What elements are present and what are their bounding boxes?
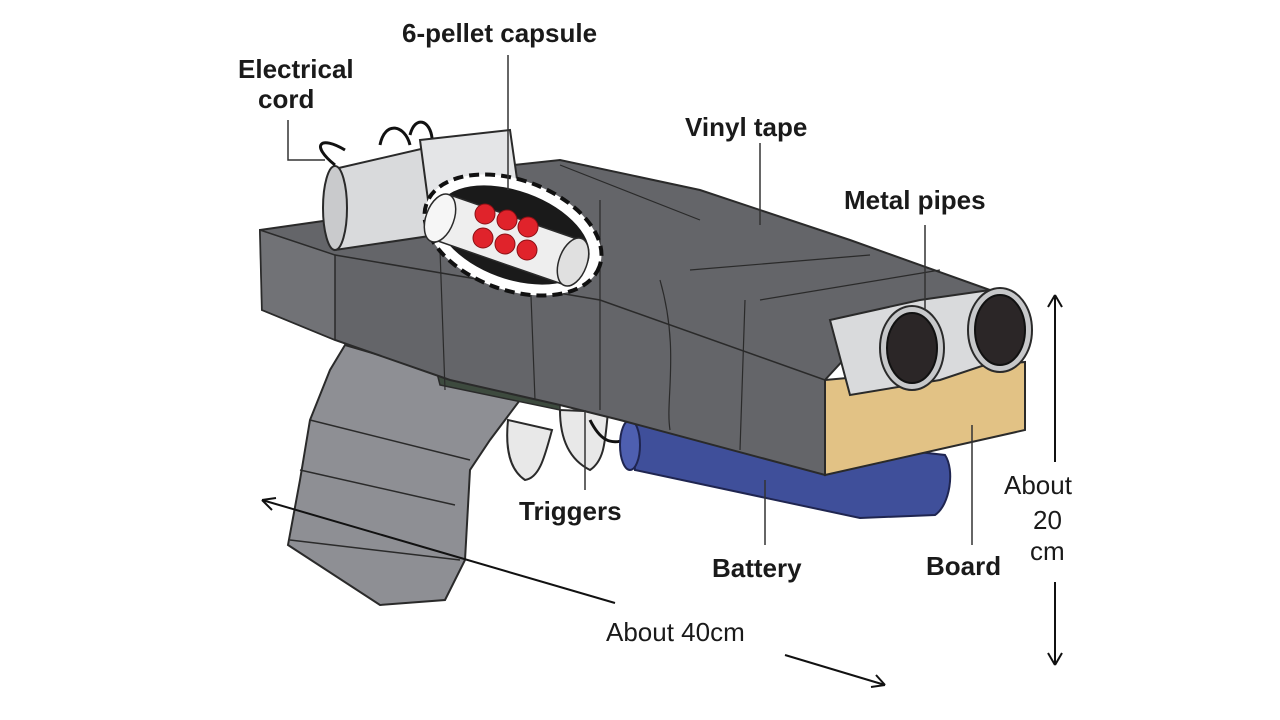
label-height-line3: cm: [1030, 536, 1065, 566]
label-length: About 40cm: [606, 617, 745, 647]
leader-electrical-cord: [287, 120, 325, 161]
label-electrical-cord-line1: Electrical: [238, 54, 354, 84]
leader-lines: [287, 55, 973, 545]
capsule-callout: [422, 172, 604, 298]
label-triggers: Triggers: [519, 496, 622, 526]
label-metal-pipes: Metal pipes: [844, 185, 986, 215]
label-vinyl-tape: Vinyl tape: [685, 112, 808, 142]
label-height-line1: About: [1004, 470, 1072, 500]
label-capsule: 6-pellet capsule: [402, 18, 598, 48]
label-battery: Battery: [712, 553, 802, 583]
white-margin-right: [1088, 0, 1280, 720]
label-electrical-cord-line2: cord: [258, 84, 315, 114]
grip: [286, 343, 522, 607]
length-arrow-right: [784, 654, 886, 686]
length-arrow-left: [261, 499, 616, 604]
dimension-arrows: [261, 294, 1063, 688]
pellets: [472, 203, 539, 261]
white-margin-left: [0, 0, 230, 720]
label-board: Board: [926, 551, 1002, 581]
label-height-line2: 20: [1033, 505, 1062, 535]
metal-pipes-shape: [828, 287, 1033, 397]
